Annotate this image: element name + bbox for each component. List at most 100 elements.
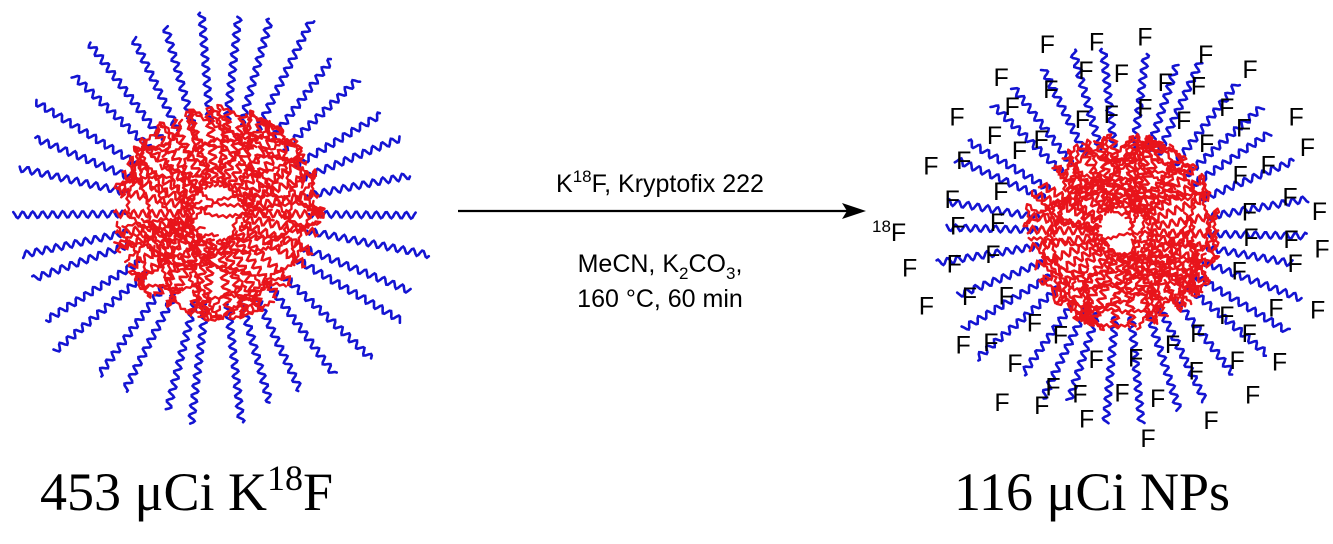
corona-chain: [989, 104, 1065, 174]
fluorine-label: F: [1289, 103, 1304, 131]
corona-chain: [935, 241, 1041, 267]
corona-chain: [1009, 86, 1075, 166]
fluorine-label: F: [1268, 295, 1283, 323]
fluorine-label: F: [1242, 56, 1257, 84]
core-strand: [205, 106, 263, 147]
fluorine-label: F: [1079, 406, 1094, 434]
corona-chain: [300, 245, 412, 295]
fluorine-label: F: [1150, 385, 1165, 413]
core-chain: [240, 220, 313, 256]
corona-chain: [21, 228, 129, 260]
core-strand: [1127, 162, 1198, 231]
core-chain: [1093, 140, 1121, 210]
fluorine-label: F: [950, 212, 965, 240]
core-chain: [143, 139, 201, 196]
corona-chain: [12, 209, 127, 220]
fluorine-label: F: [1282, 183, 1297, 211]
corona-chain: [281, 274, 374, 360]
corona-chain: [87, 41, 165, 141]
core-strand: [1039, 153, 1136, 213]
corona-chain: [1157, 307, 1208, 404]
corona-chain: [1098, 47, 1118, 149]
core-strand: [158, 121, 215, 173]
core-chain: [1146, 210, 1218, 232]
core-strand: [260, 118, 303, 151]
core-strand: [1062, 267, 1131, 330]
fluorine-label: F: [1219, 94, 1234, 122]
core-chain: [1028, 231, 1100, 253]
fluorine-label: F: [1165, 331, 1180, 359]
fluorine-label: F: [1188, 357, 1203, 385]
corona-chain: [295, 258, 402, 324]
f18-label: 18F: [872, 217, 906, 247]
core-strand: [1099, 173, 1192, 217]
fluorine-label: F: [1312, 198, 1327, 226]
fluorine-label: F: [1114, 60, 1129, 88]
core-strand: [1183, 211, 1198, 298]
fluorine-label: F: [987, 122, 1002, 150]
corona-chain: [282, 78, 362, 153]
fluorine-label: F: [919, 293, 934, 321]
corona-chain: [70, 74, 153, 151]
core-strand: [140, 217, 200, 271]
core-strand: [1136, 278, 1211, 331]
corona-chain: [131, 35, 181, 132]
corona-chain: [1206, 229, 1308, 241]
core-strand: [1027, 229, 1155, 248]
fluorine-label: F: [947, 250, 962, 278]
core-strand: [290, 195, 326, 267]
corona-chain: [1101, 315, 1120, 425]
corona-chain: [30, 240, 132, 282]
corona-chain: [18, 165, 129, 196]
corona-chain: [1185, 285, 1268, 357]
core-strand: [1040, 189, 1074, 302]
corona-chain: [300, 135, 401, 182]
product-caption: 116 μCi NPs: [954, 462, 1230, 522]
core-strand: [228, 274, 286, 321]
core-strand: [132, 145, 167, 199]
core-strand: [203, 168, 282, 219]
fluorine-label: F: [1114, 380, 1129, 408]
fluorine-label: F: [1072, 381, 1087, 409]
corona-chain: [977, 285, 1060, 362]
core-strand: [1119, 189, 1212, 200]
core-strand: [115, 232, 219, 260]
fluorine-label: F: [1045, 374, 1060, 402]
fluorine-label: F: [1232, 257, 1247, 285]
reactant-nanoparticle: [12, 11, 431, 425]
fluorine-label: F: [1128, 345, 1143, 373]
corona-chain: [1200, 157, 1295, 203]
corona-chain: [34, 98, 141, 167]
corona-chain: [305, 227, 431, 260]
fluorine-label: F: [1245, 382, 1260, 410]
core-strand: [180, 137, 258, 201]
fluorine-label: F: [1053, 321, 1068, 349]
fluorine-label: F: [1261, 151, 1276, 179]
fluorine-label: F: [1004, 93, 1019, 121]
corona-chain: [1184, 106, 1266, 178]
corona-chain: [45, 258, 141, 324]
fluorine-label: F: [956, 147, 971, 175]
corona-chain: [953, 156, 1047, 200]
core-strand: [243, 128, 299, 151]
fluorine-label: F: [990, 209, 1005, 237]
core-strand: [1122, 187, 1180, 282]
core-chain: [113, 208, 192, 220]
corona-chain: [1172, 297, 1234, 376]
core-strand: [1094, 241, 1199, 293]
fluorine-label: F: [1232, 161, 1247, 189]
fluorine-label: F: [1310, 297, 1325, 325]
fluorine-label: F: [945, 186, 960, 214]
corona-chain: [162, 24, 197, 126]
core-strand: [1022, 203, 1103, 229]
core-strand: [282, 152, 324, 217]
core-chain: [234, 230, 292, 287]
core-strand: [228, 234, 314, 256]
fluorine-label: F: [994, 389, 1009, 417]
fluorine-label: F: [1075, 106, 1090, 134]
corona-chain: [1069, 48, 1104, 152]
corona-chain: [52, 270, 149, 353]
core-chain: [221, 113, 250, 189]
